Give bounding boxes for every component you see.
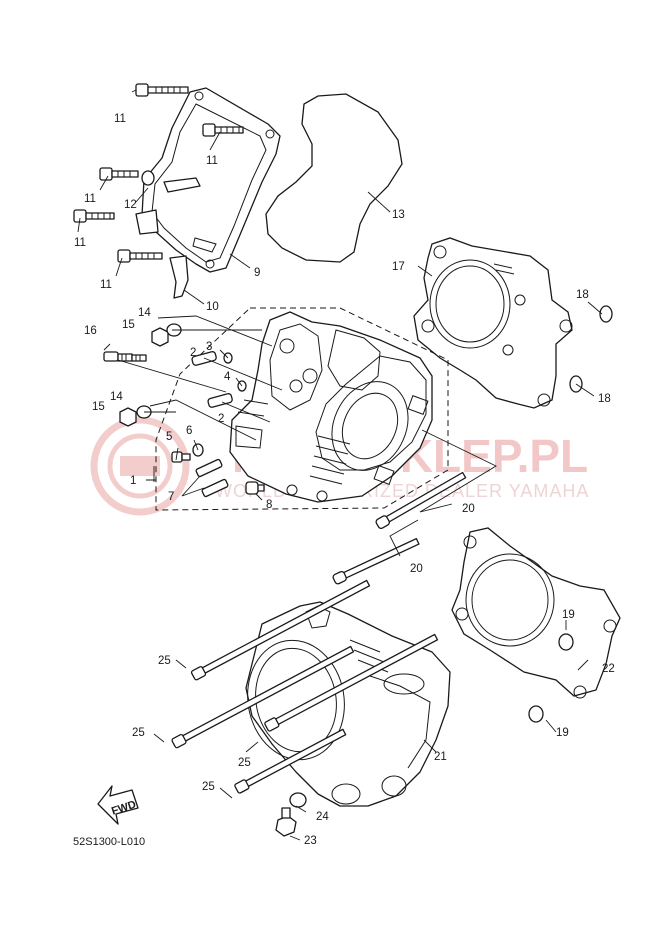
- callout-24: 24: [316, 811, 329, 823]
- long-bolts-20: [332, 471, 467, 585]
- callout-18: 18: [576, 289, 589, 301]
- callout-14: 14: [138, 307, 151, 319]
- callout-17: 17: [392, 261, 405, 273]
- callout-3: 3: [206, 341, 212, 353]
- callout-8: 8: [266, 499, 272, 511]
- callout-16: 16: [84, 325, 97, 337]
- base-gasket-22: [451, 527, 621, 699]
- callout-25: 25: [202, 781, 215, 793]
- callout-11: 11: [100, 279, 112, 291]
- callout-4: 4: [224, 371, 231, 383]
- bolt-11-b: [202, 123, 244, 137]
- cylinder-head: [229, 311, 433, 503]
- callout-22: 22: [602, 663, 615, 675]
- callout-19: 19: [556, 727, 569, 739]
- callout-2: 2: [190, 347, 196, 359]
- callout-5: 5: [166, 431, 172, 443]
- callout-14: 14: [110, 391, 123, 403]
- head-cover: [135, 87, 281, 273]
- callout-labels: 1 2 2 3 4 5 6 7 8 9 10 11 11 11 11 11 12…: [74, 113, 615, 847]
- bolt-11-d: [73, 209, 115, 223]
- bolt-group-11: [73, 83, 244, 263]
- head-gasket-17: [413, 237, 573, 409]
- callout-21: 21: [434, 751, 447, 763]
- callout-9: 9: [254, 267, 260, 279]
- callout-25: 25: [238, 757, 251, 769]
- watermark-logo-icon: [90, 416, 190, 516]
- callout-2: 2: [218, 413, 224, 425]
- callout-15: 15: [92, 401, 105, 413]
- nuts-15: [119, 327, 169, 427]
- callout-11: 11: [114, 113, 126, 125]
- head-cover-gasket-13: [265, 93, 403, 263]
- spark-plug-16: [103, 351, 147, 362]
- callout-12: 12: [124, 199, 137, 211]
- fwd-arrow-icon: FWD: [97, 785, 139, 825]
- washer-24: [289, 792, 307, 808]
- leader-lines: [77, 89, 603, 841]
- callout-25: 25: [158, 655, 171, 667]
- bolt-23: [275, 807, 297, 837]
- washer-12: [141, 170, 155, 186]
- callout-11: 11: [74, 237, 86, 249]
- bolt-5: [171, 451, 191, 463]
- callout-25: 25: [132, 727, 145, 739]
- bolt-11-c: [99, 167, 139, 181]
- dowels-18: [569, 305, 613, 393]
- dowels-19: [528, 633, 574, 723]
- callout-1: 1: [130, 475, 136, 487]
- clamp-10: [169, 255, 189, 299]
- callout-13: 13: [392, 209, 405, 221]
- callout-10: 10: [206, 301, 219, 313]
- callout-20: 20: [462, 503, 475, 515]
- callout-11: 11: [206, 155, 218, 167]
- callout-19: 19: [562, 609, 575, 621]
- bolt-8: [245, 481, 265, 495]
- callout-15: 15: [122, 319, 135, 331]
- callout-23: 23: [304, 835, 317, 847]
- bolt-11-a: [135, 83, 189, 97]
- callout-18: 18: [598, 393, 611, 405]
- callout-11: 11: [84, 193, 96, 205]
- callout-7: 7: [168, 491, 174, 503]
- callout-20: 20: [410, 563, 423, 575]
- bolt-11-e: [117, 249, 163, 263]
- studs-25: [171, 579, 439, 794]
- head-assembly-outline: [155, 307, 449, 511]
- diagram-code: 52S1300-L010: [73, 836, 145, 848]
- studs-7: [195, 458, 229, 498]
- callout-6: 6: [186, 425, 192, 437]
